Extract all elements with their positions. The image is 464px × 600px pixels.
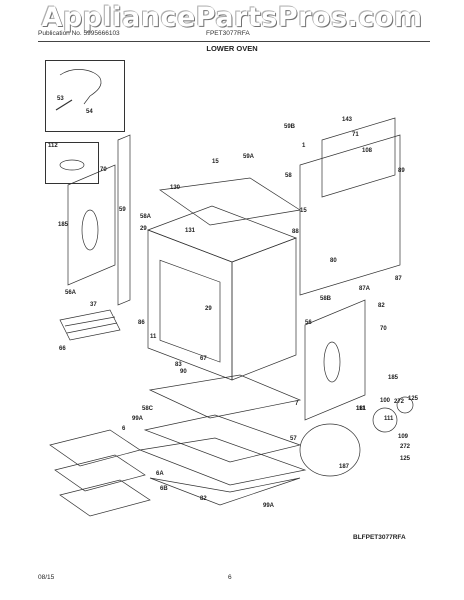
- callout-71: 71: [352, 132, 359, 138]
- callout-6B: 6B: [160, 486, 168, 492]
- callout-187: 187: [339, 464, 350, 470]
- callout-125: 125: [400, 456, 411, 462]
- page-title: LOWER OVEN: [206, 44, 258, 53]
- sensor-inset-box: [45, 60, 125, 132]
- callout-83: 83: [175, 362, 182, 368]
- trim-strip: [117, 134, 131, 306]
- oven-cavity-side: [231, 237, 297, 381]
- callout-86: 86: [138, 320, 145, 326]
- callout-53: 53: [57, 96, 64, 102]
- callout-70: 70: [100, 167, 107, 173]
- callout-57: 57: [290, 436, 297, 442]
- callout-82: 82: [378, 303, 385, 309]
- callout-70: 70: [380, 326, 387, 332]
- oven-rack-6b: [59, 479, 151, 517]
- callout-29: 29: [140, 226, 147, 232]
- callout-272: 272: [400, 444, 411, 450]
- callout-161: 161: [356, 406, 367, 412]
- callout-185: 185: [388, 375, 399, 381]
- callout-108: 108: [362, 148, 373, 154]
- callout-7: 7: [295, 401, 299, 407]
- callout-29: 29: [205, 306, 212, 312]
- watermark: AppliancePartsPros.com: [41, 2, 423, 33]
- part-112-shape: [59, 159, 85, 171]
- publication-number: Publication No. 5995666103: [38, 30, 120, 37]
- bake-element-tray: [148, 374, 302, 419]
- callout-87: 87: [395, 276, 402, 282]
- callout-185: 185: [58, 222, 69, 228]
- callout-82: 82: [200, 496, 207, 502]
- oven-rack-6: [49, 429, 141, 467]
- page-number: 6: [228, 574, 232, 581]
- callout-59A: 59A: [243, 154, 255, 160]
- callout-1: 1: [302, 143, 306, 149]
- left-panel-window: [81, 209, 99, 251]
- callout-58A: 58A: [140, 214, 152, 220]
- inset-label: 112: [48, 143, 58, 149]
- callout-87A: 87A: [359, 286, 371, 292]
- callout-99A: 99A: [132, 416, 144, 422]
- broil-element: [59, 309, 121, 341]
- temperature-sensor-wire: [59, 69, 102, 105]
- callout-125: 125: [408, 396, 419, 402]
- callout-56: 56: [305, 320, 312, 326]
- kick-panel: [149, 477, 301, 506]
- oven-cavity-front: [147, 229, 233, 381]
- callout-109: 109: [398, 434, 409, 440]
- convection-fan-housing: [299, 423, 361, 477]
- callout-88: 88: [292, 229, 299, 235]
- callout-131: 131: [185, 228, 196, 234]
- fan-motor: [396, 396, 414, 414]
- model-number: FPET3077RFA: [206, 30, 250, 37]
- right-panel-window: [323, 341, 341, 383]
- callout-11: 11: [150, 334, 157, 340]
- callout-58B: 58B: [320, 296, 332, 302]
- callout-58C: 58C: [142, 406, 154, 412]
- drawer-box: [143, 414, 302, 463]
- bottom-pan: [138, 437, 307, 486]
- callout-100: 100: [380, 398, 391, 404]
- callout-6A: 6A: [156, 471, 164, 477]
- callout-56A: 56A: [65, 290, 77, 296]
- control-bracket: [321, 117, 396, 198]
- header-rule: [38, 41, 430, 42]
- convection-fan: [372, 407, 398, 433]
- callout-37: 37: [90, 302, 97, 308]
- callout-99A: 99A: [263, 503, 275, 509]
- callout-80: 80: [330, 258, 337, 264]
- callout-66: 66: [59, 346, 66, 352]
- callout-67: 67: [200, 356, 207, 362]
- sensor-probe: [55, 99, 73, 111]
- callout-272: 272: [394, 399, 405, 405]
- oven-opening: [159, 259, 221, 363]
- callout-59B: 59B: [284, 124, 296, 130]
- callout-90: 90: [180, 369, 187, 375]
- callout-89: 89: [398, 168, 405, 174]
- oven-rack-6a: [54, 454, 146, 492]
- footer-date: 08/15: [38, 574, 55, 581]
- rear-shield: [299, 134, 401, 296]
- callout-58: 58: [285, 173, 292, 179]
- callout-15: 15: [212, 159, 219, 165]
- callout-59: 59: [119, 207, 126, 213]
- callout-6: 6: [122, 426, 126, 432]
- callout-15: 15: [300, 208, 307, 214]
- callout-143: 143: [342, 117, 353, 123]
- callout-130: 130: [170, 185, 181, 191]
- figure-id: BLFPET3077RFA: [353, 534, 406, 541]
- oven-cavity-top: [147, 205, 297, 263]
- callout-111: 111: [356, 406, 366, 412]
- left-side-panel: [67, 164, 116, 286]
- callout-54: 54: [86, 109, 93, 115]
- right-side-panel: [304, 299, 366, 421]
- callout-111: 111: [384, 416, 394, 422]
